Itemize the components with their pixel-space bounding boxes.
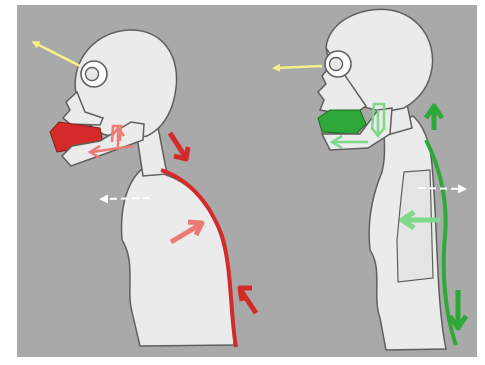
eye-icon <box>325 51 351 77</box>
direction-arrow-icon <box>104 198 150 199</box>
tongue-right <box>318 110 366 134</box>
eye-icon <box>81 61 107 87</box>
